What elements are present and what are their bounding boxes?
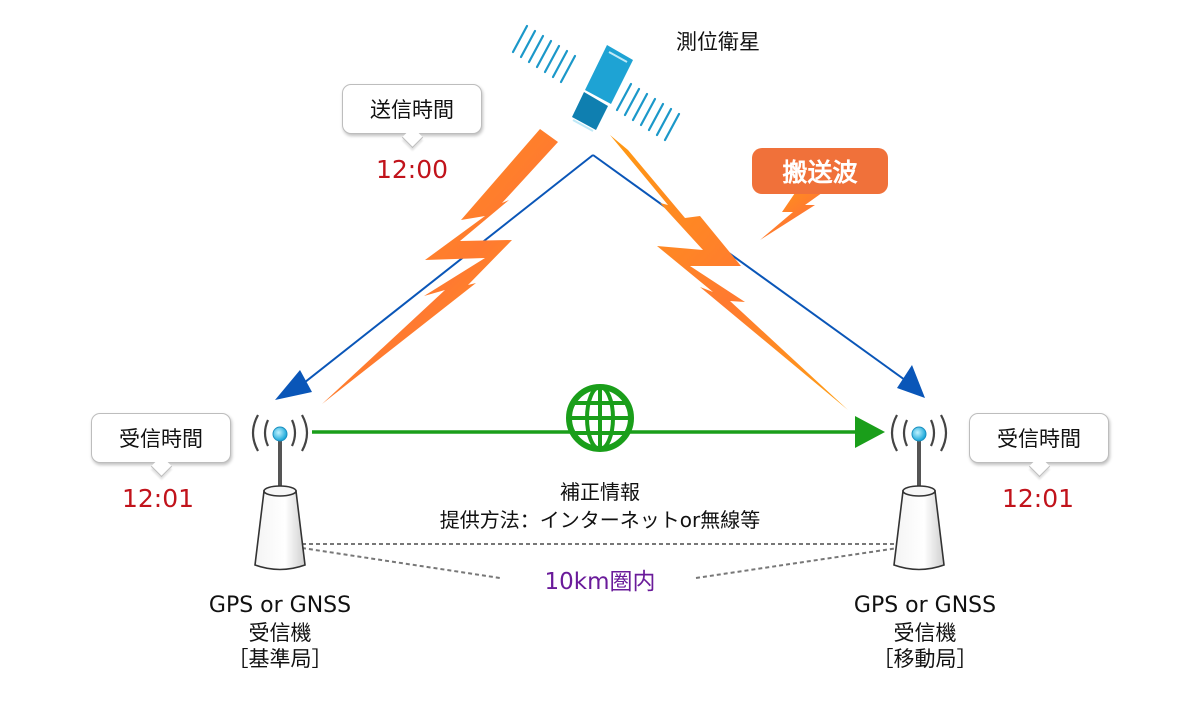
signal-arrow-to-base	[275, 154, 594, 400]
rover-receive-time-bubble: 受信時間	[969, 413, 1109, 463]
rover-station-line2: 受信機	[893, 621, 957, 645]
satellite-label: 測位衛星	[676, 30, 760, 54]
globe-icon	[566, 384, 634, 452]
signal-arrow-to-rover	[592, 154, 925, 398]
transmit-time-value: 12:00	[375, 155, 449, 184]
range-indicator	[301, 543, 899, 579]
base-receive-time-value: 12:01	[121, 484, 195, 513]
carrier-wave-bolt-left	[322, 129, 558, 404]
rover-station-line1: GPS or GNSS	[853, 593, 997, 618]
base-station-line1: GPS or GNSS	[208, 593, 352, 618]
rover-station-label: GPS or GNSS 受信機 ［移動局］	[805, 592, 1045, 672]
rover-receive-time-value: 12:01	[1001, 484, 1075, 513]
range-label: 10km圏内	[544, 569, 656, 595]
base-receive-time-label: 受信時間	[119, 427, 203, 451]
rover-station-line3: ［移動局］	[872, 647, 978, 671]
base-station-line2: 受信機	[248, 621, 312, 645]
rover-receive-time-label: 受信時間	[997, 427, 1081, 451]
carrier-wave-bolt-right	[610, 135, 848, 410]
base-station-line3: ［基準局］	[227, 647, 333, 671]
satellite-icon	[511, 24, 681, 142]
correction-title: 補正情報	[560, 480, 640, 504]
base-station-antenna-icon	[251, 414, 309, 571]
carrier-callout-bolt	[760, 190, 826, 240]
correction-method: 提供方法：インターネットor無線等	[439, 508, 761, 532]
base-receive-time-bubble: 受信時間	[91, 413, 231, 463]
carrier-wave-label: 搬送波	[752, 148, 888, 194]
transmit-time-label: 送信時間	[370, 98, 454, 122]
carrier-wave-text: 搬送波	[782, 158, 858, 187]
base-station-label: GPS or GNSS 受信機 ［基準局］	[160, 592, 400, 672]
transmit-time-bubble: 送信時間	[342, 84, 482, 134]
rover-station-antenna-icon	[890, 414, 948, 571]
